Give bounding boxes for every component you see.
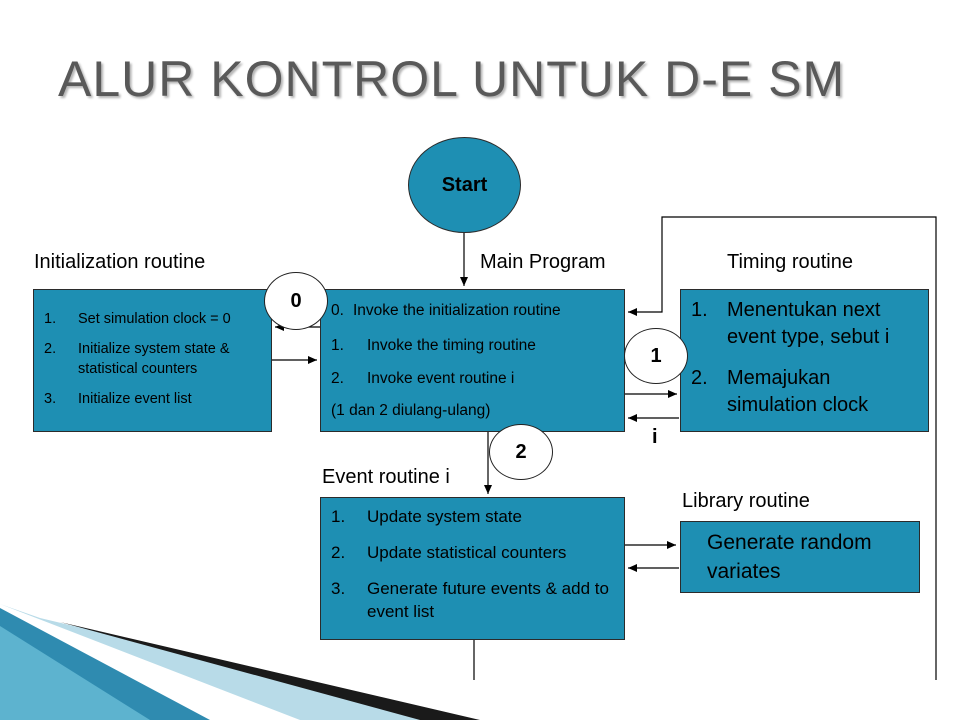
step-circle-0: 0 (264, 272, 328, 330)
step-circle-2: 2 (489, 424, 553, 480)
init-routine-box: 1.Set simulation clock = 0 2.Initialize … (33, 289, 272, 432)
timing-routine-list: 1.Menentukan next event type, sebut i 2.… (691, 297, 922, 419)
event-routine-label: Event routine i (322, 466, 450, 488)
list-item: 1.Set simulation clock = 0 (44, 311, 231, 327)
library-routine-text: Generate random variates (707, 531, 872, 583)
event-routine-list: 1.Update system state 2.Update statistic… (331, 505, 618, 623)
start-label: Start (441, 173, 488, 196)
event-type-i-label: i (652, 426, 658, 448)
list-item: 1.Update system state (331, 507, 522, 526)
event-routine-box: 1.Update system state 2.Update statistic… (320, 497, 625, 640)
list-item: 2.Initialize system state & statistical … (44, 341, 230, 377)
list-item: 0.Invoke the initialization routine (331, 302, 561, 319)
start-node: Start (408, 137, 521, 233)
library-routine-box: Generate random variates (680, 521, 920, 593)
step-circle-1: 1 (624, 328, 688, 384)
timing-routine-label: Timing routine (727, 251, 853, 273)
init-routine-list: 1.Set simulation clock = 0 2.Initialize … (44, 309, 263, 409)
list-item: 3.Initialize event list (44, 391, 192, 407)
list-item: 1.Menentukan next event type, sebut i (691, 299, 890, 348)
loop-return-path (628, 216, 937, 680)
page-title: ALUR KONTROL UNTUK D-E SM (58, 51, 846, 107)
init-routine-label: Initialization routine (34, 251, 206, 273)
timing-routine-box: 1.Menentukan next event type, sebut i 2.… (680, 289, 929, 432)
library-routine-label: Library routine (682, 490, 810, 512)
repeat-note: (1 dan 2 diulang-ulang) (331, 402, 491, 419)
list-item: 2.Memajukan simulation clock (691, 367, 869, 416)
main-program-list: 0.Invoke the initialization routine 1.In… (331, 301, 618, 389)
list-item: 1.Invoke the timing routine (331, 337, 536, 354)
main-program-box: 0.Invoke the initialization routine 1.In… (320, 289, 625, 432)
list-item: 3.Generate future events & add to event … (331, 579, 609, 621)
list-item: 2.Update statistical counters (331, 543, 567, 562)
main-program-label: Main Program (480, 251, 606, 273)
list-item: 2.Invoke event routine i (331, 370, 515, 387)
